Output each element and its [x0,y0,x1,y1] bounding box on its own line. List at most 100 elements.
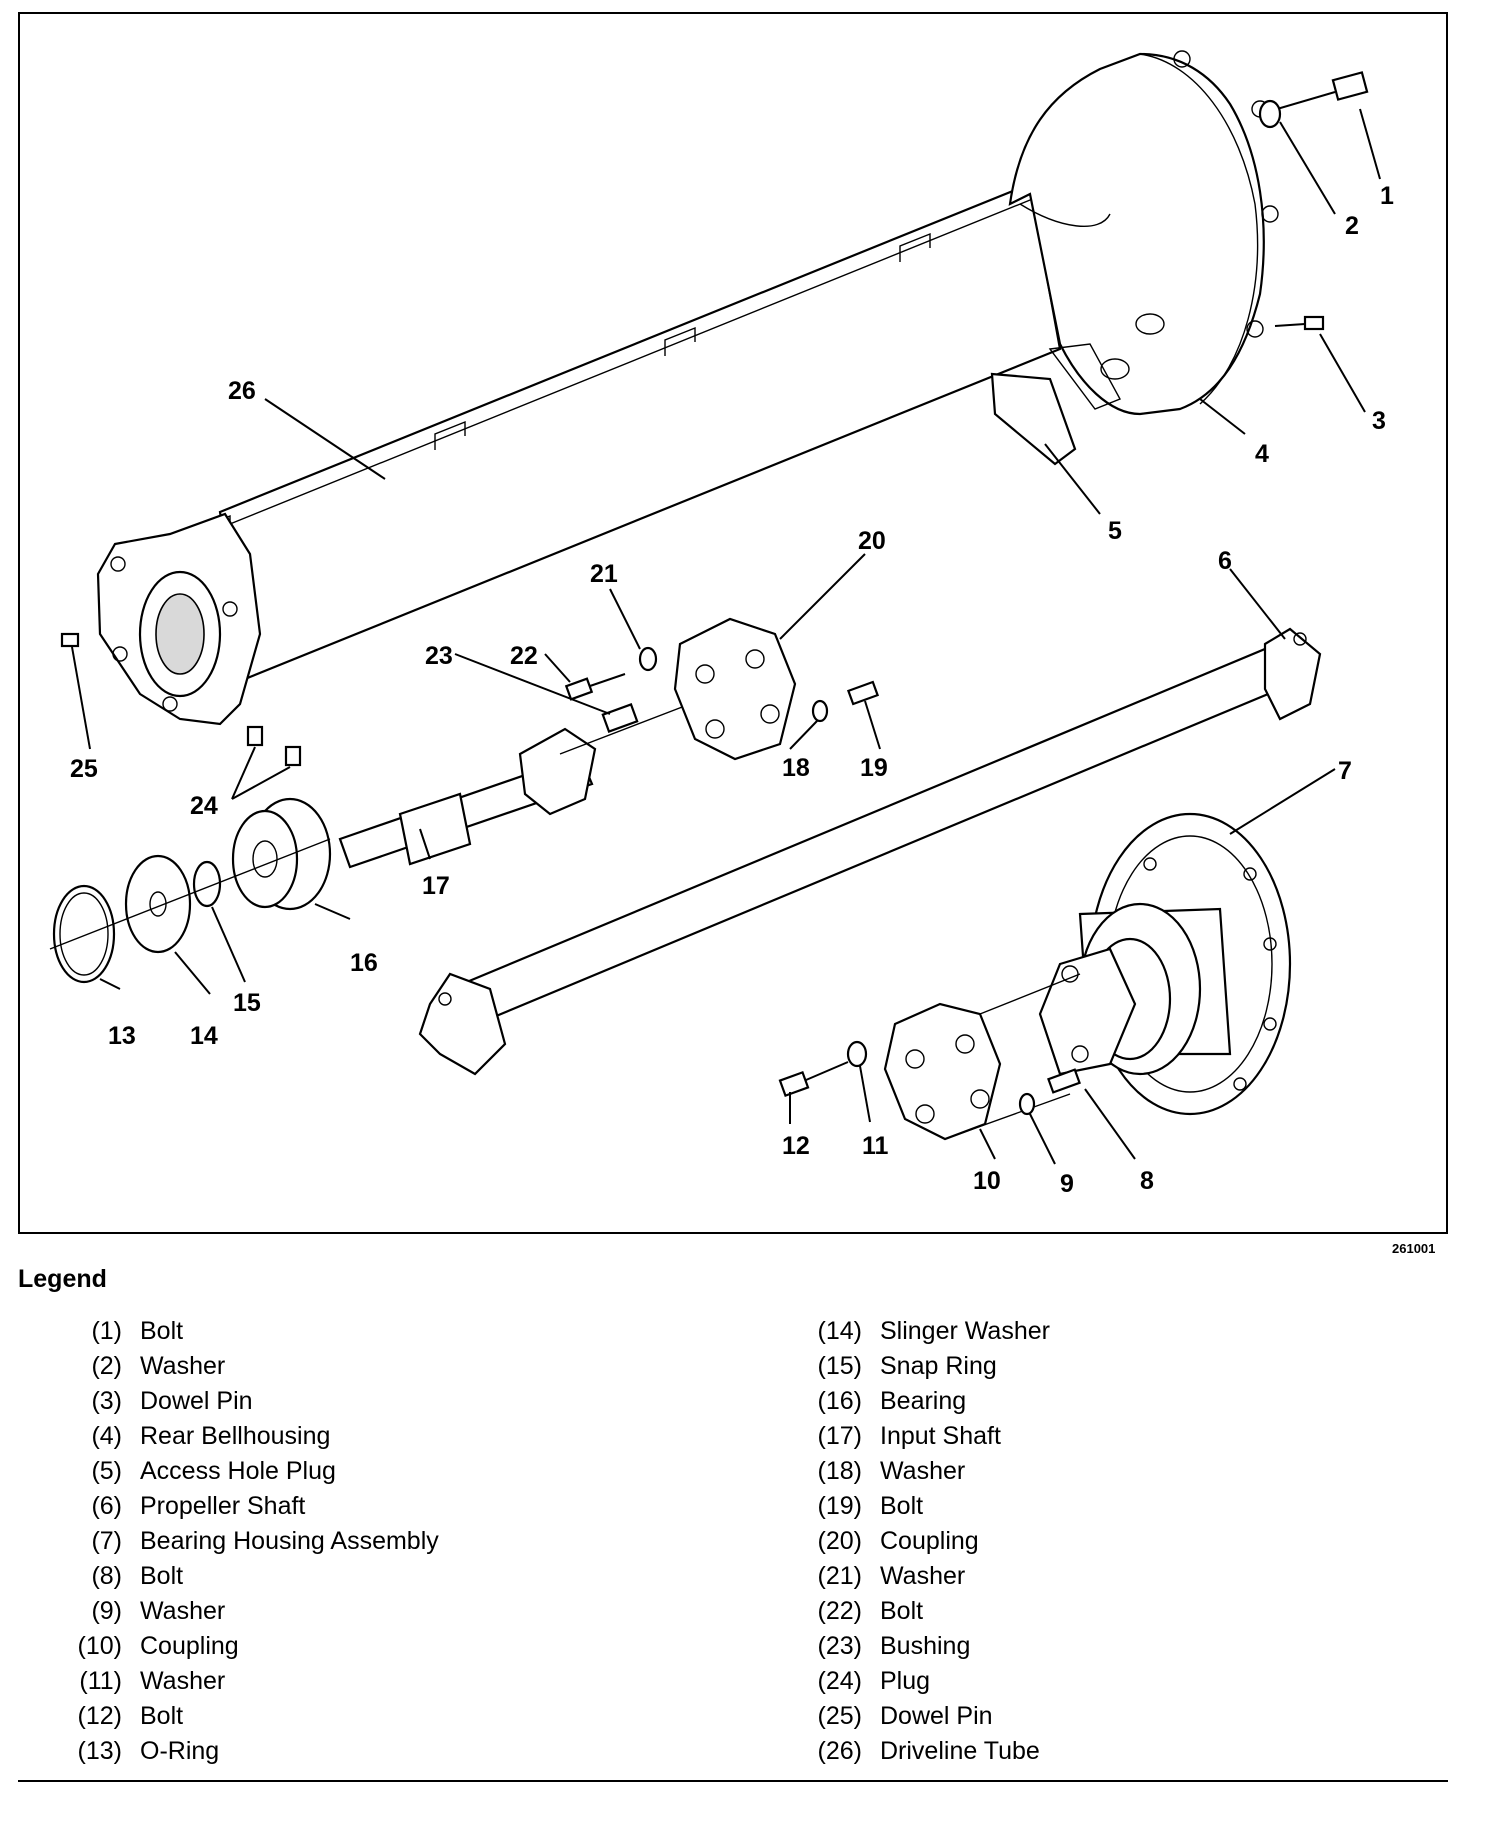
legend-item-name: Input Shaft [880,1422,1001,1450]
legend-item-name: Driveline Tube [880,1737,1040,1765]
legend-item-number: (3) [91,1387,122,1415]
leader-lines [71,108,1381,1165]
legend-item-number: (6) [91,1492,122,1520]
legend-item: (17) Input Shaft [800,1419,1050,1454]
callout-19: 19 [860,754,888,782]
legend-item-number: (21) [817,1562,862,1590]
legend-item: (13)O-Ring [60,1734,439,1769]
legend-item: (18)Washer [800,1454,1050,1489]
callout-17: 17 [422,872,450,900]
callout-21: 21 [590,560,618,588]
bolt-8 [1047,1068,1081,1094]
o-ring-13 [52,884,116,984]
legend-item-name: Rear Bellhousing [140,1422,331,1450]
legend-item: (4) Rear Bellhousing [60,1419,439,1454]
front-flange [96,512,262,726]
legend-item-name: Propeller Shaft [140,1492,306,1520]
legend-item-number: (22) [817,1597,862,1625]
legend-item-name: Bearing [880,1387,967,1415]
legend-item: (24) Plug [800,1664,1050,1699]
washer-11 [846,1040,868,1068]
legend-item-name: Access Hole Plug [140,1457,336,1485]
callout-5: 5 [1108,517,1122,545]
callout-7: 7 [1338,757,1352,785]
legend-item-name: Dowel Pin [880,1702,993,1730]
plug-24b [284,745,302,767]
legend-item-name: Snap Ring [880,1352,997,1380]
legend-item: (23) Bushing [800,1629,1050,1664]
legend-item: (20)Coupling [800,1524,1050,1559]
legend-item-name: Washer [140,1352,226,1380]
legend-item: (15) Snap Ring [800,1349,1050,1384]
legend-item: (12) Bolt [60,1699,439,1734]
dowel-pin-25 [60,632,80,648]
bearing-16 [231,797,332,911]
legend-item-name: Bolt [880,1492,924,1520]
figure-number: 261001 [1392,1241,1436,1256]
bolt-12 [778,1070,810,1098]
legend-item-number: (24) [817,1667,862,1695]
legend-item: (5) Access Hole Plug [60,1454,439,1489]
legend-item-number: (12) [77,1702,122,1730]
legend-item: (8)Bolt [60,1559,439,1594]
callout-13: 13 [108,1022,136,1050]
bearing-housing-assembly [1038,812,1292,1116]
callouts: 1 2 3 4 5 6 7 8 9 10 11 12 13 14 15 16 1… [70,182,1394,1198]
washer-21 [638,646,658,672]
legend-item-name: Plug [880,1667,931,1695]
exploded-view-diagram: 1 2 3 4 5 6 7 8 9 10 11 12 13 14 15 16 1… [18,12,1448,1234]
legend-item-name: Coupling [140,1632,239,1660]
legend-item-number: (8) [91,1562,122,1590]
dowel-pin-3 [1303,315,1325,331]
legend-item-number: (4) [91,1422,122,1450]
legend-item-name: Slinger Washer [880,1317,1050,1345]
callout-26: 26 [228,377,256,405]
legend-item-number: (17) [817,1422,862,1450]
legend-title: Legend [18,1265,107,1293]
legend-item-number: (11) [79,1667,122,1695]
legend-item-name: Washer [140,1597,226,1625]
callout-6: 6 [1218,547,1232,575]
legend-item-name: Bolt [880,1597,924,1625]
legend-left-column: (1) Bolt (2)Washer (3) Dowel Pin (4) Rear Bell… [60,1314,439,1769]
callout-23: 23 [425,642,453,670]
callout-10: 10 [973,1167,1001,1195]
legend-item-name: Bearing Housing Assembly [140,1527,439,1555]
callout-3: 3 [1372,407,1386,435]
legend-item-number: (14) [817,1317,862,1345]
washer-9 [1018,1092,1036,1116]
legend-item: (3) Dowel Pin [60,1384,439,1419]
washer-18 [811,699,829,723]
callout-4: 4 [1255,440,1269,468]
callout-18: 18 [782,754,810,782]
legend-item-name: Dowel Pin [140,1387,253,1415]
legend-item-number: (9) [91,1597,122,1625]
legend-item-number: (20) [817,1527,862,1555]
rear-bellhousing [1008,50,1279,416]
legend-item-name: Washer [880,1457,966,1485]
legend-item-name: Bushing [880,1632,971,1660]
callout-2: 2 [1345,212,1359,240]
legend-item: (2)Washer [60,1349,439,1384]
legend-item: (9) Washer [60,1594,439,1629]
legend-item: (22) Bolt [800,1594,1050,1629]
legend-item-name: Bolt [140,1702,184,1730]
callout-12: 12 [782,1132,810,1160]
legend-item-number: (15) [817,1352,862,1380]
legend-item-number: (5) [91,1457,122,1485]
legend-item: (10)Coupling [60,1629,439,1664]
callout-1: 1 [1380,182,1394,210]
callout-11: 11 [862,1132,889,1160]
legend-item-name: Washer [140,1667,226,1695]
bushing-23 [601,703,639,733]
legend-item-number: (23) [817,1632,862,1660]
legend-item-number: (19) [817,1492,862,1520]
access-hole-plug [990,372,1077,466]
legend-item-name: Bolt [140,1317,184,1345]
legend-item: (11) Washer [60,1664,439,1699]
callout-15: 15 [233,989,261,1017]
callout-8: 8 [1140,1167,1154,1195]
legend-item-number: (1) [91,1317,122,1345]
legend-item: (1) Bolt [60,1314,439,1349]
snap-ring-15 [192,860,222,908]
